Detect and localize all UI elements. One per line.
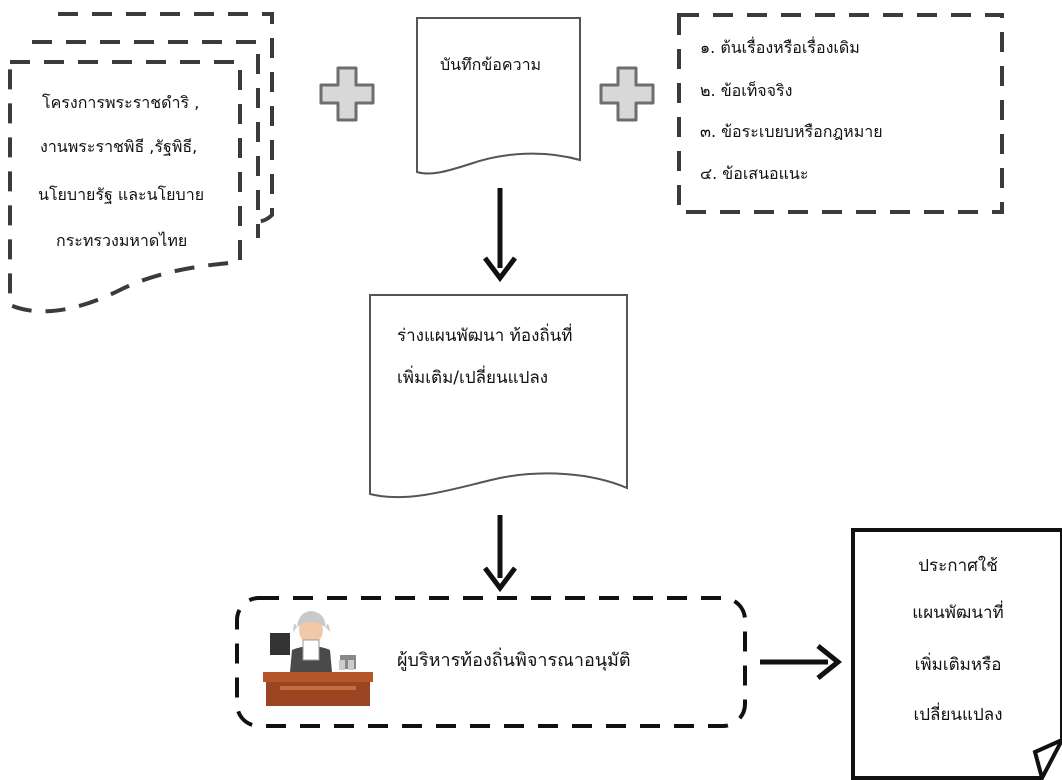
sources-doc-line: กระทรวงมหาดไทย bbox=[56, 231, 188, 250]
memo-doc-shape bbox=[416, 17, 581, 175]
memo-component-item: ๓. ข้อระเบยบหรือกฎหมาย bbox=[700, 122, 883, 141]
draft-doc-line: ร่างแผนพัฒนา ท้องถิ่นที่ bbox=[397, 326, 573, 346]
sources-doc-stack bbox=[8, 12, 274, 314]
memo-components-box bbox=[677, 13, 1004, 214]
memo-component-item: ๑. ต้นเรื่องหรือเรื่องเดิม bbox=[700, 38, 860, 57]
announcement-doc-line: เพิ่มเติมหรือ bbox=[914, 655, 1002, 675]
announcement-doc-line: เปลี่ยนแปลง bbox=[913, 705, 1003, 725]
sources-doc-line: นโยบายรัฐ และนโยบาย bbox=[38, 185, 205, 204]
approval-label: ผู้บริหารท้องถิ่นพิจารณาอนุมัติ bbox=[397, 650, 631, 671]
announcement-doc-shape bbox=[851, 528, 1062, 780]
announcement-doc-line: แผนพัฒนาที่ bbox=[912, 603, 1004, 623]
draft-doc-line: เพิ่มเติม/เปลี่ยนแปลง bbox=[397, 368, 549, 388]
announcement-doc-line: ประกาศใช้ bbox=[918, 556, 998, 576]
sources-doc-middle bbox=[32, 40, 260, 238]
approval-box bbox=[235, 596, 747, 728]
sources-doc-back bbox=[58, 12, 274, 224]
memo-component-item: ๒. ข้อเท็จจริง bbox=[700, 81, 793, 100]
arrow-draft-to-approval bbox=[483, 515, 517, 593]
memo-doc-label: บันทึกข้อความ bbox=[440, 55, 542, 74]
draft-doc-shape bbox=[369, 294, 628, 499]
arrow-approval-to-announcement bbox=[760, 644, 843, 680]
sources-doc-front bbox=[8, 60, 242, 314]
arrow-memo-to-draft bbox=[483, 188, 517, 283]
sources-doc-line: โครงการพระราชดำริ , bbox=[42, 93, 200, 112]
plus-icon-left bbox=[319, 66, 375, 122]
executive-at-desk-icon bbox=[263, 611, 373, 706]
plus-icon-right bbox=[599, 66, 655, 122]
memo-component-item: ๔. ข้อเสนอแนะ bbox=[700, 164, 809, 183]
sources-doc-line: งานพระราชพิธี ,รัฐพิธี, bbox=[40, 137, 198, 156]
